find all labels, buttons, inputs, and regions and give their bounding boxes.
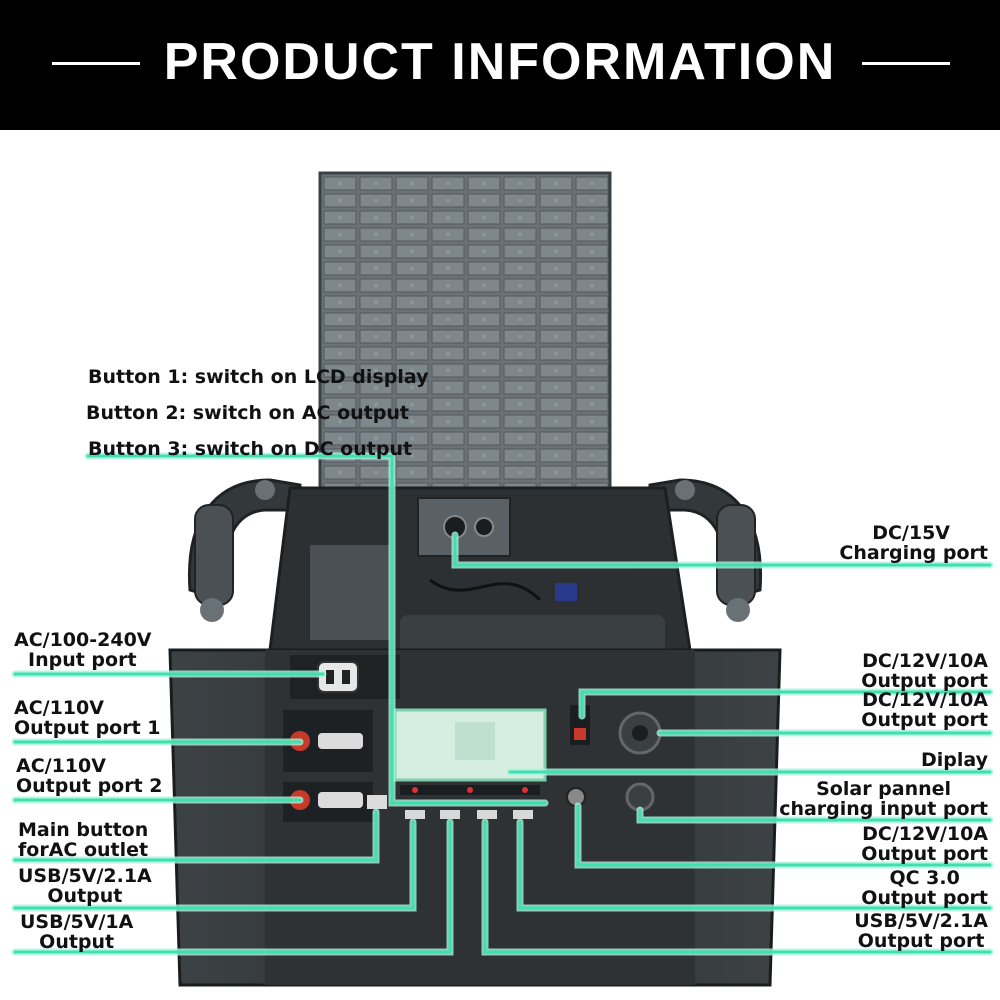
label-qc-line1: QC 3.0 <box>889 867 960 889</box>
label-ac-out2: AC/110V Output port 2 <box>16 756 163 796</box>
label-dc12-c-line2: Output port <box>861 843 988 865</box>
label-button3: Button 3: switch on DC output <box>88 438 413 460</box>
page-title: PRODUCT INFORMATION <box>163 33 837 91</box>
label-dc15v-charging: DC/15V Charging port <box>839 523 988 563</box>
label-qc-line2: Output port <box>861 887 988 909</box>
leader-usb21-right <box>483 820 992 954</box>
leader-main-button <box>13 810 378 862</box>
storage-compartment <box>268 486 692 655</box>
label-button2: Button 2: switch on AC output <box>86 402 409 424</box>
label-usb21-right: USB/5V/2.1A Output port <box>854 911 988 951</box>
label-dc12-a: DC/12V/10A Output port <box>861 651 988 691</box>
label-usb1-line1: USB/5V/1A <box>20 911 134 933</box>
label-ac-out2-line1: AC/110V <box>16 755 106 777</box>
label-ac-out1: AC/110V Output port 1 <box>14 698 161 738</box>
label-ac-out2-line2: Output port 2 <box>16 775 163 797</box>
left-handle <box>187 478 302 622</box>
label-usb21-right-line1: USB/5V/2.1A <box>854 910 988 932</box>
label-button1: Button 1: switch on LCD display <box>88 366 429 388</box>
label-dc15v-line1: DC/15V <box>872 522 950 544</box>
solar-panel-lid <box>318 171 612 495</box>
label-usb21-left-line2: Output <box>47 885 123 907</box>
label-dc12-a-line2: Output port <box>861 670 988 692</box>
label-main-button-line1: Main button <box>18 819 149 841</box>
leader-usb21-left <box>13 820 415 910</box>
header-banner: PRODUCT INFORMATION <box>0 0 1000 130</box>
label-dc15v-line2: Charging port <box>839 542 988 564</box>
label-usb21-left-line1: USB/5V/2.1A <box>18 865 152 887</box>
label-ac-input-line2: Input port <box>28 649 137 671</box>
label-ac-input: AC/100-240V Input port <box>14 630 152 670</box>
label-qc30: QC 3.0 Output port <box>861 868 988 908</box>
label-main-button-line2: forAC outlet <box>18 839 149 861</box>
label-ac-out1-line2: Output port 1 <box>14 717 161 739</box>
label-dc12-b-line1: DC/12V/10A <box>862 689 988 711</box>
header-rule-right <box>862 62 950 65</box>
label-dc12-b: DC/12V/10A Output port <box>861 690 988 730</box>
label-usb1-line2: Output <box>39 931 115 953</box>
leader-buttons <box>86 454 547 805</box>
leader-usb1 <box>13 820 452 954</box>
label-dc12-a-line1: DC/12V/10A <box>862 650 988 672</box>
right-handle <box>648 478 763 622</box>
label-display: Diplay <box>920 749 988 771</box>
label-solar: Solar pannel charging input port <box>779 779 988 819</box>
leader-qc <box>518 820 992 910</box>
label-dc12-c: DC/12V/10A Output port <box>861 824 988 864</box>
label-usb21-right-line2: Output port <box>857 930 985 952</box>
leader-dc15v <box>453 533 992 567</box>
label-solar-line2: charging input port <box>779 798 988 820</box>
label-ac-out1-line1: AC/110V <box>14 697 104 719</box>
label-solar-line1: Solar pannel <box>816 778 952 800</box>
unit-body <box>168 648 782 987</box>
leader-dc12-a <box>580 690 992 718</box>
label-dc12-c-line1: DC/12V/10A <box>862 823 988 845</box>
label-ac-input-line1: AC/100-240V <box>14 629 152 651</box>
leader-solar <box>638 808 992 822</box>
label-dc12-b-line2: Output port <box>861 709 988 731</box>
header-rule-left <box>52 62 140 65</box>
label-usb1: USB/5V/1A Output <box>20 912 133 952</box>
leader-dc12-c <box>576 804 992 867</box>
label-main-button: Main button forAC outlet <box>18 820 148 860</box>
label-usb21-left: USB/5V/2.1A Output <box>18 866 152 906</box>
